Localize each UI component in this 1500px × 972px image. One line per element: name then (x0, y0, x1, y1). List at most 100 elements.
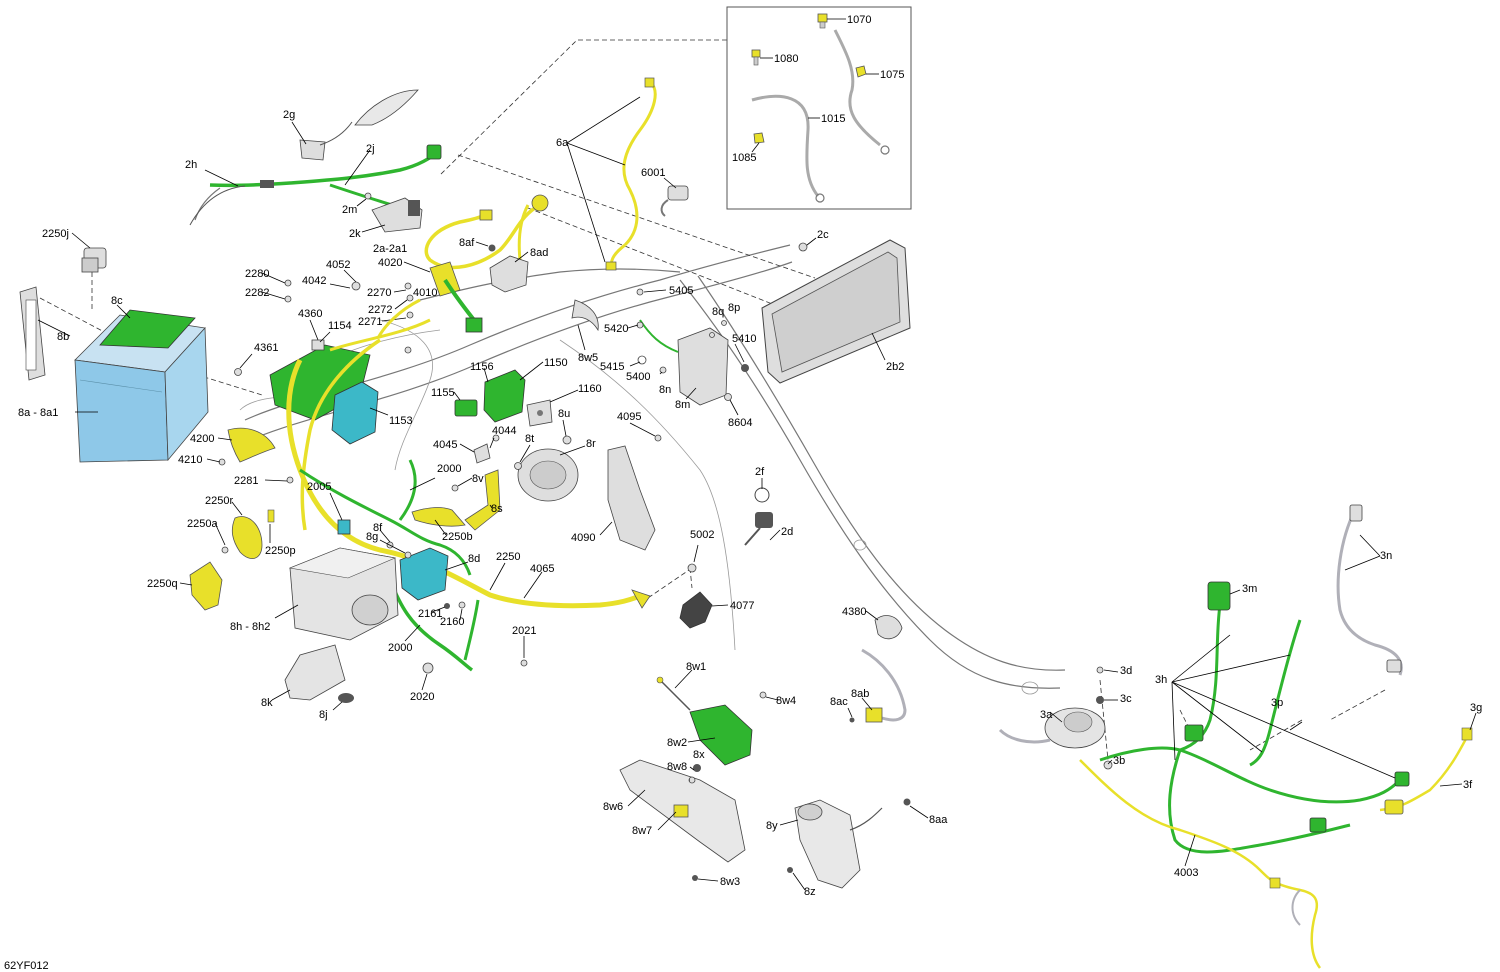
mount-8j-icon (332, 693, 354, 711)
callout-8c: 8c (111, 295, 123, 307)
callout-8y: 8y (766, 820, 778, 832)
callout-2020: 2020 (410, 691, 434, 703)
callout-8g: 8g (366, 531, 378, 543)
sensor-4077 (679, 544, 729, 629)
harness-3f (1289, 712, 1477, 815)
bracket-4200 (206, 427, 276, 466)
bracket-4010 (429, 261, 483, 333)
callout-5420: 5420 (604, 323, 628, 335)
sensor-6001 (660, 177, 689, 217)
callout-8q: 8q (712, 306, 724, 318)
callout-4380: 4380 (842, 606, 866, 618)
callout-4200: 4200 (190, 433, 214, 445)
callout-1155: 1155 (431, 387, 455, 399)
callout-8w2: 8w2 (667, 737, 687, 749)
callout-5405: 5405 (669, 285, 693, 297)
callout-8z: 8z (804, 886, 816, 898)
callout-4045: 4045 (433, 439, 457, 451)
callout-2250p: 2250p (265, 545, 296, 557)
ground-cable-inset (726, 6, 912, 210)
callout-8x: 8x (693, 749, 705, 761)
callout-1080: 1080 (774, 53, 798, 65)
strap-8b (19, 286, 71, 381)
callout-5002: 5002 (690, 529, 714, 541)
callout-2c: 2c (817, 229, 829, 241)
harness-3h (1099, 581, 1410, 854)
callout-2b2: 2b2 (886, 361, 904, 373)
callout-2282: 2282 (245, 287, 269, 299)
connector-2250j-icon (71, 232, 107, 273)
callout-8w8: 8w8 (667, 761, 687, 773)
antenna-bracket-2g (291, 89, 419, 161)
callout-3f: 3f (1463, 779, 1473, 791)
module-1153 (331, 381, 389, 445)
fasteners-4044-group (459, 419, 662, 470)
ground-cable-long (833, 29, 890, 155)
fasteners-8f-group (379, 529, 528, 691)
callout-4065: 4065 (530, 563, 554, 575)
bracket-2250b (411, 506, 466, 536)
bracket-8w6 (619, 759, 746, 882)
callout-2160: 2160 (440, 616, 464, 628)
callout-1085: 1085 (732, 152, 756, 164)
connector-1154 (311, 331, 331, 351)
callout-2250j: 2250j (42, 228, 69, 240)
callout-3h: 3h (1155, 674, 1167, 686)
callout-4360: 4360 (298, 308, 322, 320)
ground-cable-short (751, 94, 825, 203)
callout-3g: 3g (1470, 702, 1482, 714)
module-8m (639, 319, 729, 406)
callout-8t: 8t (525, 433, 534, 445)
harness-3n (1336, 504, 1403, 676)
callout-2k: 2k (349, 228, 361, 240)
callout-3b: 3b (1113, 755, 1125, 767)
callout-8b: 8b (57, 331, 69, 343)
callout-8h-8h2: 8h - 8h2 (230, 621, 270, 633)
clip-8w5-icon (571, 299, 599, 351)
bolt-1080-icon (751, 49, 761, 66)
callout-4090: 4090 (571, 532, 595, 544)
callout-5415: 5415 (600, 361, 624, 373)
callout-2250q: 2250q (147, 578, 178, 590)
callout-2g: 2g (283, 109, 295, 121)
callout-3a: 3a (1040, 709, 1053, 721)
harness-8ab (847, 648, 907, 723)
callout-4095: 4095 (617, 411, 641, 423)
connector-1155 (453, 391, 478, 417)
callout-8p: 8p (728, 302, 740, 314)
small-fasteners-top (261, 261, 431, 354)
callout-8604: 8604 (728, 417, 752, 429)
callout-1160: 1160 (578, 383, 602, 395)
module-8d (399, 547, 469, 601)
callout-3m: 3m (1242, 583, 1257, 595)
callout-2272: 2272 (368, 304, 392, 316)
bracket-2250q (179, 561, 223, 611)
plate-1160 (526, 389, 579, 427)
callout-3c: 3c (1120, 693, 1132, 705)
nut-1085-icon (753, 132, 765, 144)
screw-4361-icon (234, 353, 253, 376)
module-8ad (489, 251, 529, 293)
callout-8v: 8v (472, 473, 484, 485)
callout-1075: 1075 (880, 69, 904, 81)
callout-2250b: 2250b (442, 531, 473, 543)
screw-8af-icon (475, 241, 496, 252)
sensor-3a (998, 666, 1119, 770)
callout-1156: 1156 (470, 361, 494, 373)
callout-8w7: 8w7 (632, 825, 652, 837)
callout-8k: 8k (261, 697, 273, 709)
bracket-4090 (599, 445, 656, 551)
callout-8f: 8f (373, 522, 383, 534)
harness-6a (566, 77, 657, 271)
callout-2270: 2270 (367, 287, 391, 299)
screw-2m-icon (356, 192, 372, 207)
callout-4052: 4052 (326, 259, 350, 271)
callout-8af: 8af (459, 237, 475, 249)
clip-4380 (865, 610, 903, 640)
callout-8ab: 8ab (851, 688, 869, 700)
callout-2271: 2271 (358, 316, 382, 328)
module-2k (361, 197, 423, 233)
motor-8y (779, 798, 929, 891)
callout-2250a: 2250a (187, 518, 218, 530)
